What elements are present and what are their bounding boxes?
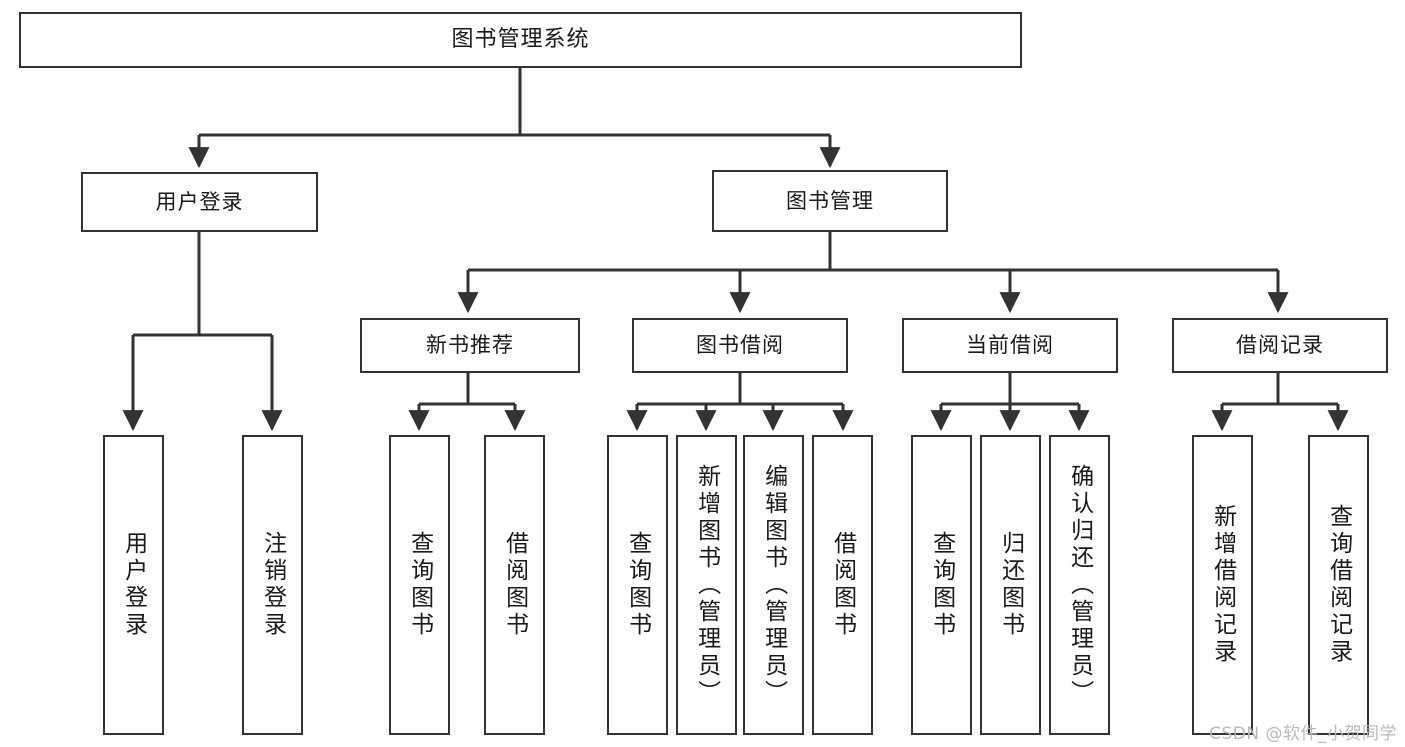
- node-label: 查询借阅记录: [1325, 504, 1352, 666]
- node-book-management[interactable]: 图书管理: [712, 170, 948, 232]
- node-label: 查询图书: [928, 531, 955, 639]
- node-book-borrow[interactable]: 图书借阅: [632, 318, 848, 373]
- watermark: CSDN @软件_小贺同学: [1209, 724, 1397, 744]
- node-label: 查询图书: [406, 531, 433, 639]
- node-user-login[interactable]: 用户登录: [81, 172, 318, 232]
- leaf-book-borrow-edit[interactable]: 编辑图书（管理员）: [743, 435, 804, 735]
- node-borrow-record[interactable]: 借阅记录: [1172, 318, 1388, 373]
- node-new-book-recommend[interactable]: 新书推荐: [360, 318, 580, 373]
- leaf-user-login-login[interactable]: 用户登录: [103, 435, 164, 735]
- leaf-new-book-query[interactable]: 查询图书: [389, 435, 450, 735]
- node-label: 图书管理: [786, 188, 874, 213]
- leaf-book-borrow-query[interactable]: 查询图书: [607, 435, 668, 735]
- leaf-borrow-record-query[interactable]: 查询借阅记录: [1308, 435, 1369, 735]
- node-label: 新增借阅记录: [1209, 504, 1236, 666]
- node-label: 归还图书: [997, 531, 1024, 639]
- node-label: 借阅记录: [1236, 333, 1324, 358]
- leaf-current-borrow-query[interactable]: 查询图书: [911, 435, 972, 735]
- node-current-borrow[interactable]: 当前借阅: [902, 318, 1118, 373]
- node-label: 确认归还（管理员）: [1066, 463, 1093, 707]
- leaf-book-borrow-borrow[interactable]: 借阅图书: [812, 435, 873, 735]
- node-label: 新书推荐: [426, 333, 514, 358]
- leaf-borrow-record-add[interactable]: 新增借阅记录: [1192, 435, 1253, 735]
- node-label: 用户登录: [155, 189, 244, 214]
- leaf-book-borrow-add[interactable]: 新增图书（管理员）: [676, 435, 737, 735]
- node-label: 当前借阅: [966, 333, 1054, 358]
- node-label: 借阅图书: [829, 531, 856, 639]
- leaf-current-borrow-return[interactable]: 归还图书: [980, 435, 1041, 735]
- node-root-book-management-system[interactable]: 图书管理系统: [19, 12, 1022, 68]
- node-label: 编辑图书（管理员）: [760, 463, 787, 707]
- node-label: 借阅图书: [501, 531, 528, 639]
- node-label: 用户登录: [120, 531, 147, 639]
- node-label: 图书借阅: [696, 333, 784, 358]
- node-label: 新增图书（管理员）: [693, 463, 720, 707]
- node-label: 图书管理系统: [451, 27, 590, 53]
- leaf-new-book-borrow[interactable]: 借阅图书: [484, 435, 545, 735]
- leaf-current-borrow-confirm-return[interactable]: 确认归还（管理员）: [1049, 435, 1110, 735]
- node-label: 注销登录: [259, 531, 286, 639]
- node-label: 查询图书: [624, 531, 651, 639]
- leaf-user-login-logout[interactable]: 注销登录: [242, 435, 303, 735]
